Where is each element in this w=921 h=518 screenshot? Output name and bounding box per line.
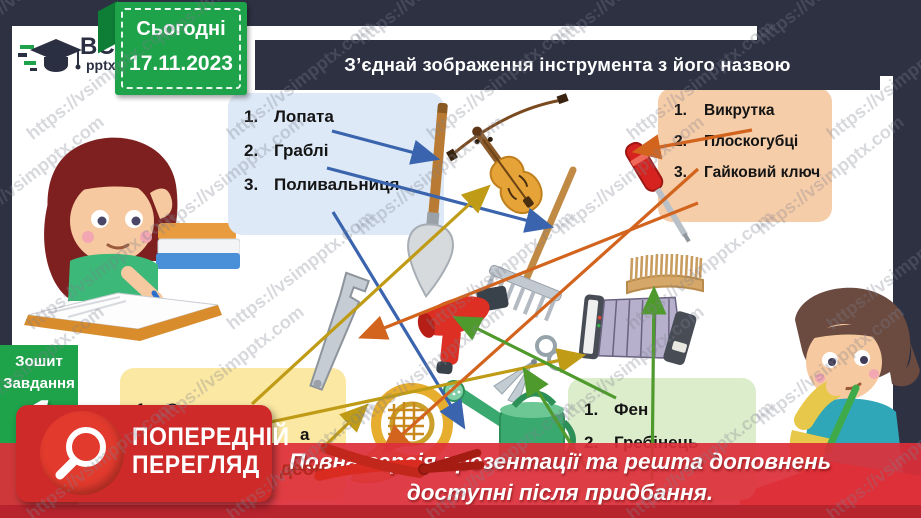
item-number: 1. bbox=[584, 400, 599, 419]
preview-watermark-badge: ПОПЕРЕДНІЙ ПЕРЕГЛЯД bbox=[16, 405, 289, 502]
banner-line-1: Повна версія презентації та решта доповн… bbox=[288, 449, 832, 474]
item-number: 3. bbox=[244, 175, 259, 194]
garden-tools-list: 1. Лопата 2. Граблі 3. Поливальниця bbox=[228, 93, 444, 235]
list-item[interactable]: 2. Граблі bbox=[244, 141, 434, 161]
brand-logo: ВСІМ pptx bbox=[18, 33, 188, 81]
date-badge: Сьогодні 17.11.2023 bbox=[115, 2, 247, 95]
magnifier-icon bbox=[55, 427, 106, 480]
list-item[interactable]: 3. Поливальниця bbox=[244, 175, 434, 195]
list-item[interactable]: 1. Викрутка bbox=[674, 102, 822, 120]
girl-illustration bbox=[24, 137, 240, 341]
item-label: Поливальниця bbox=[274, 175, 400, 194]
item-number: 2. bbox=[244, 141, 259, 160]
brand-sub: pptx bbox=[86, 57, 116, 73]
graduation-cap-icon bbox=[18, 39, 82, 72]
item-number: 1. bbox=[244, 107, 259, 126]
list-item[interactable]: 2. Плоскогубці bbox=[674, 133, 822, 151]
item-label: Лопата bbox=[274, 107, 334, 126]
date-badge-border bbox=[121, 8, 241, 89]
item-label: Гайковий ключ bbox=[704, 164, 821, 181]
item-label: Граблі bbox=[274, 141, 329, 160]
item-label: Плоскогубці bbox=[704, 133, 799, 150]
list-item[interactable]: 1. Лопата bbox=[244, 107, 434, 127]
date-badge-date: 17.11.2023 bbox=[129, 52, 233, 75]
slide-title-bar: З’єднай зображення інструмента з його на… bbox=[255, 40, 880, 90]
item-number: 2. bbox=[674, 133, 687, 150]
banner-bottom-strip bbox=[0, 505, 921, 518]
list-item[interactable]: 1. Фен bbox=[584, 400, 746, 420]
preview-line-1: ПОПЕРЕДНІЙ bbox=[132, 423, 290, 451]
list-item[interactable]: 3. Гайковий ключ bbox=[674, 164, 822, 182]
date-badge-label: Сьогодні bbox=[136, 18, 226, 40]
preview-badge-text: ПОПЕРЕДНІЙ ПЕРЕГЛЯД bbox=[132, 423, 289, 479]
item-label: Викрутка bbox=[704, 102, 775, 119]
music-item-2-fragment[interactable]: а bbox=[300, 425, 310, 444]
page-title: З’єднай зображення інструмента з його на… bbox=[344, 54, 791, 75]
item-label: Фен bbox=[614, 400, 649, 419]
task-label: Завдання bbox=[3, 375, 75, 392]
task-notebook-label: Зошит bbox=[15, 353, 63, 370]
magnifier-circle bbox=[40, 411, 124, 495]
banner-line-2: доступні після придбання. bbox=[406, 480, 714, 505]
workshop-tools-list: 1. Викрутка 2. Плоскогубці 3. Гайковий к… bbox=[658, 88, 832, 222]
item-number: 3. bbox=[674, 164, 687, 181]
item-number: 1. bbox=[674, 102, 687, 119]
preview-line-2: ПЕРЕГЛЯД bbox=[132, 451, 260, 479]
